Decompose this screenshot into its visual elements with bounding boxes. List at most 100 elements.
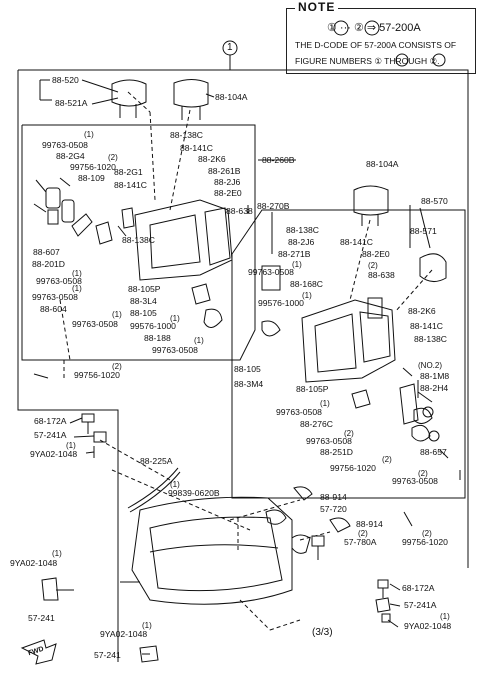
label-99576-1000-a: 99576-1000 [130, 321, 176, 331]
label-57-241a-a: 57-241A [34, 430, 67, 440]
label-88-104a-right: 88-104A [366, 159, 399, 169]
label-88-141c-b: 88-141C [114, 180, 147, 190]
qty-1: (1) [84, 130, 94, 139]
label-88-2j6-a: 88-2J6 [214, 177, 241, 187]
label-88-270b: 88-270B [257, 201, 290, 211]
qty-3: (1) [72, 269, 82, 278]
label-88-914-a: 88-914 [320, 492, 347, 502]
label-88-276c: 88-276C [300, 419, 333, 429]
qty-6: (1) [170, 314, 180, 323]
label-99763-0508-b: 99763-0508 [36, 276, 82, 286]
label-99756-1020-d: 99756-1020 [402, 537, 448, 547]
qty-9: (2) [368, 261, 378, 270]
callout-main-circle [222, 40, 238, 56]
label-88-520: 88-520 [52, 75, 79, 85]
label-99756-1020-b: 99756-1020 [74, 370, 120, 380]
qty-19: (2) [422, 529, 432, 538]
label-88-2k6-a: 88-2K6 [198, 154, 226, 164]
qty-12: (1) [320, 399, 330, 408]
label-no2: (NO.2) [418, 361, 442, 370]
label-88-3m4: 88-3M4 [234, 379, 264, 389]
label-88-251d: 88-251D [320, 447, 353, 457]
label-88-138c-a: 88-138C [170, 130, 203, 140]
seatback-right [301, 299, 396, 383]
label-88-2g1: 88-2G1 [114, 167, 143, 177]
label-57-720: 57-720 [320, 504, 347, 514]
note-title: NOTE [295, 0, 339, 14]
label-99763-0508-f: 99763-0508 [248, 267, 294, 277]
label-57-241-a: 57-241 [28, 613, 55, 623]
label-88-105p-a: 88-105P [128, 284, 161, 294]
label-99839-0620b: 99839-0620B [168, 488, 220, 498]
label-88-2j6-b: 88-2J6 [288, 237, 315, 247]
qty-20: (1) [52, 549, 62, 558]
label-88-3l4: 88-3L4 [130, 296, 157, 306]
latch-left-1 [45, 187, 61, 209]
label-88-914-b: 88-914 [356, 519, 383, 529]
label-88-271b: 88-271B [278, 249, 311, 259]
label-88-521a: 88-521A [55, 98, 88, 108]
label-88-141c-a: 88-141C [180, 143, 213, 153]
assembly-frame [18, 69, 469, 568]
label-88-2e0-a: 88-2E0 [214, 188, 242, 198]
seat-cushion [131, 496, 293, 605]
label-88-1m8: 88-1M8 [420, 371, 450, 381]
qty-22: (1) [440, 612, 450, 621]
label-99763-0508-a: 99763-0508 [42, 140, 88, 150]
seatback-left [134, 199, 233, 281]
label-57-241-b: 57-241 [94, 650, 121, 660]
label-99763-0508-h: 99763-0508 [306, 436, 352, 446]
note-line-3: FIGURE NUMBERS ① THROUGH ②. [295, 56, 440, 66]
label-88-104a-left: 88-104A [215, 92, 248, 102]
label-68-172a-b: 68-172A [402, 583, 435, 593]
qty-18: (2) [358, 529, 368, 538]
label-88-2h4: 88-2H4 [420, 383, 449, 393]
headrest-armrest [419, 253, 447, 282]
label-88-138c-c: 88-138C [286, 225, 319, 235]
qty-11: (1) [302, 291, 312, 300]
label-88-105-b: 88-105 [234, 364, 261, 374]
qty-14: (2) [382, 455, 392, 464]
label-88-138c-b: 88-138C [122, 235, 155, 245]
label-9ya02-1048-d: 9YA02-1048 [404, 621, 452, 631]
qty-2: (2) [108, 153, 118, 162]
label-99763-0508-c: 99763-0508 [32, 292, 78, 302]
label-99576-1000-b: 99576-1000 [258, 298, 304, 308]
label-88-141c-c: 88-141C [340, 237, 373, 247]
note-callout-1 [333, 20, 349, 36]
label-88-168c: 88-168C [290, 279, 323, 289]
label-88-201d: 88-201D [32, 259, 65, 269]
label-88-570: 88-570 [421, 196, 448, 206]
label-88-105: 88-105 [130, 308, 157, 318]
label-88-607: 88-607 [33, 247, 60, 257]
label-99763-0508-e: 99763-0508 [152, 345, 198, 355]
headrest-right [353, 185, 389, 216]
latch-right-1 [261, 265, 281, 291]
headrest-center [173, 79, 209, 108]
subassembly-frame-1 [21, 124, 256, 361]
note-line-2: THE D-CODE OF 57-200A CONSISTS OF [295, 40, 457, 50]
label-page-3-3: (3/3) [312, 627, 333, 638]
label-88-261b: 88-261B [208, 166, 241, 176]
label-88-657: 88-657 [420, 447, 447, 457]
label-88-188: 88-188 [144, 333, 171, 343]
qty-4: (1) [72, 284, 82, 293]
label-88-138c-d: 88-138C [414, 334, 447, 344]
note-box: NOTE ① ··· ② ⇒ 57-200A THE D-CODE OF 57-… [286, 0, 476, 74]
qty-8: (2) [112, 362, 122, 371]
label-88-604: 88-604 [40, 304, 67, 314]
label-88-638-a: 88-638 [226, 206, 253, 216]
label-57-780a: 57-780A [344, 537, 377, 547]
label-99763-0508-i: 99763-0508 [392, 476, 438, 486]
label-9ya02-1048-b: 9YA02-1048 [10, 558, 58, 568]
label-57-241a-b: 57-241A [404, 600, 437, 610]
headrest-left [111, 79, 147, 107]
label-9ya02-1048-a: 9YA02-1048 [30, 449, 78, 459]
callout-main: 1 [227, 42, 233, 53]
qty-16: (1) [66, 441, 76, 450]
label-88-225a: 88-225A [140, 456, 173, 466]
label-99763-0508-d: 99763-0508 [72, 319, 118, 329]
label-99756-1020-a: 99756-1020 [70, 162, 116, 172]
label-88-105p-b: 88-105P [296, 384, 329, 394]
release-cable [127, 467, 179, 509]
